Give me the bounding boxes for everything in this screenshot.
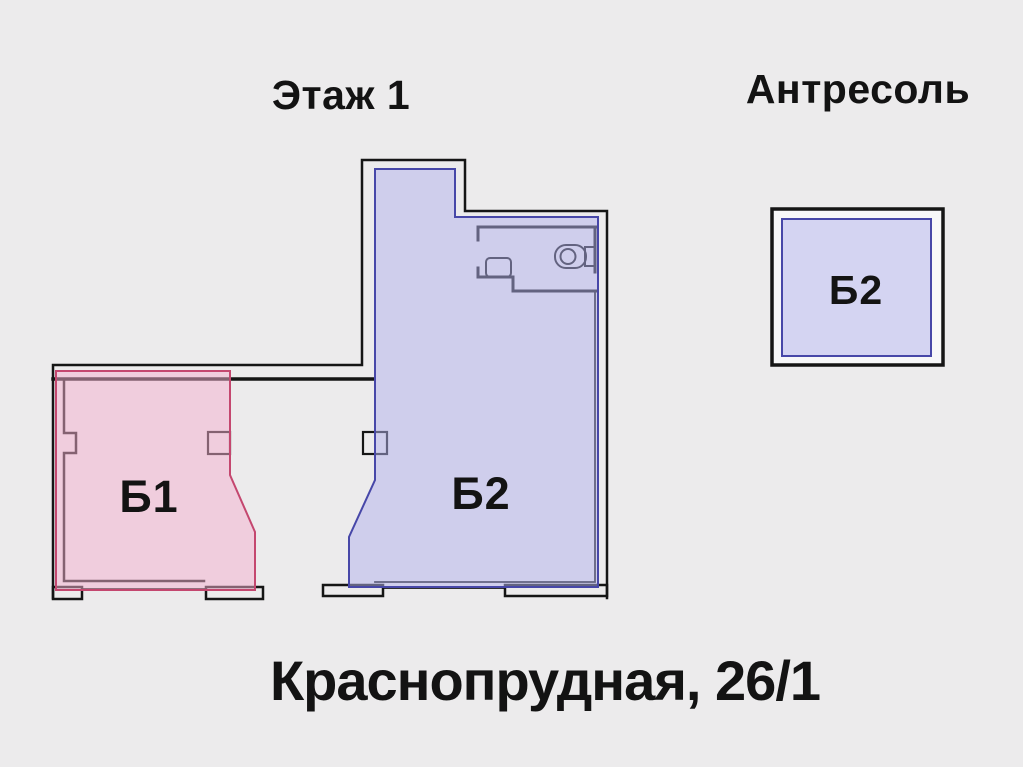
mezzanine-b2-area: [781, 218, 932, 357]
unit-b2-label: Б2: [451, 468, 510, 519]
outer-wall: [51, 158, 609, 600]
mezzanine-b2-label: Б2: [829, 267, 883, 313]
mezzanine-title: Антресоль: [746, 66, 970, 112]
unit-b1-label: Б1: [119, 471, 178, 522]
unit-b2-area: [348, 168, 599, 588]
floor1-title: Этаж 1: [272, 72, 410, 118]
address-title: Краснопрудная, 26/1: [270, 649, 820, 712]
unit-b1-area: [55, 370, 256, 591]
